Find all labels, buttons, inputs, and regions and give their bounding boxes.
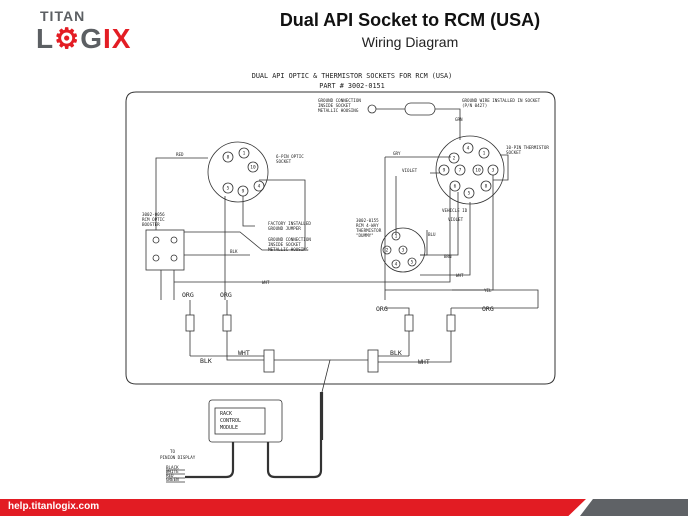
svg-text:MODULE: MODULE [220,425,238,431]
therm-pin-8: 8 [485,184,488,190]
rack-control-module [208,399,283,443]
optic-pin-4: 4 [258,184,261,190]
page-subtitle: Wiring Diagram [361,34,459,50]
optic-socket [207,141,269,203]
svg-text:BRN: BRN [444,254,452,259]
svg-text:SOCKET: SOCKET [506,150,522,155]
svg-text:SOCKET: SOCKET [276,159,292,164]
svg-text:WHITE: WHITE [166,469,179,474]
diagram-part-number: PART # 3002-0151 [319,82,384,90]
svg-text:FACTORY INSTALLED: FACTORY INSTALLED [268,221,311,226]
dummy-pin-2: 2 [386,248,389,254]
svg-text:RCM OPTIC: RCM OPTIC [142,217,165,222]
optic-booster [145,229,185,271]
therm-pin-9: 9 [443,168,446,174]
svg-text:PINION DISPLAY: PINION DISPLAY [160,455,196,460]
logo-line-2: L⚙GIX [36,23,132,54]
footer-url-link[interactable]: help.titanlogix.com [8,501,100,512]
svg-text:(P/N 0427): (P/N 0427) [462,103,487,108]
dummy-thermistor [380,227,426,273]
svg-text:THERMISTOR: THERMISTOR [356,228,382,233]
diagram-heading: DUAL API OPTIC & THERMISTOR SOCKETS FOR … [252,72,453,80]
svg-text:BOOSTER: BOOSTER [142,222,160,227]
therm-pin-6: 6 [454,184,457,190]
svg-text:GRY: GRY [393,151,401,156]
svg-text:WHT: WHT [262,280,270,285]
svg-text:"DUMMY": "DUMMY" [356,233,374,238]
svg-text:RED: RED [176,152,184,157]
optic-pin-1: 1 [243,151,246,157]
svg-text:CONTROL: CONTROL [220,418,241,424]
diagram-frame [125,91,556,385]
svg-text:GROUND CONNECTION: GROUND CONNECTION [268,237,311,242]
svg-text:VIOLET: VIOLET [402,168,418,173]
therm-pin-10: 10 [475,168,481,174]
svg-text:VEHICLE ID: VEHICLE ID [442,208,468,213]
svg-text:GROUND CONNECTION: GROUND CONNECTION [318,98,361,103]
svg-text:RACK: RACK [220,411,232,417]
svg-text:INSIDE SOCKET: INSIDE SOCKET [268,242,301,247]
svg-text:INSIDE SOCKET: INSIDE SOCKET [318,103,351,108]
therm-pin-5: 5 [468,191,471,197]
svg-text:ORG: ORG [482,305,494,313]
svg-text:BLK: BLK [200,357,212,365]
svg-text:WHT: WHT [456,273,464,278]
therm-pin-3: 3 [492,168,495,174]
svg-text:BLU: BLU [428,232,436,237]
optic-pin-8: 8 [227,155,230,161]
therm-pin-2: 2 [453,156,456,162]
dummy-pin-5: 5 [411,260,414,266]
footer-red-bar [0,499,586,516]
svg-text:3002-0155: 3002-0155 [356,218,379,223]
svg-text:GRN: GRN [455,117,463,122]
optic-pin-5: 5 [227,186,230,192]
therm-pin-7: 7 [459,168,462,174]
optic-pin-10: 10 [250,165,256,171]
dummy-pin-1: 1 [395,234,398,240]
svg-text:RED: RED [166,473,174,478]
svg-text:GREEN: GREEN [166,477,179,482]
dummy-pin-4: 4 [395,262,398,268]
page-title: Dual API Socket to RCM (USA) [279,10,541,30]
dummy-pin-3: 3 [402,248,405,254]
svg-text:TO: TO [170,449,176,454]
svg-text:ORG: ORG [220,291,232,299]
svg-text:VIOLET: VIOLET [448,217,464,222]
therm-pin-4: 4 [467,146,470,152]
svg-text:ORG: ORG [182,291,194,299]
svg-text:METALLIC HOUSING: METALLIC HOUSING [268,247,309,252]
titan-logix-logo: TITAN L⚙GIX [36,8,156,54]
footer-grey-bar [580,499,688,516]
svg-text:METALLIC HOUSING: METALLIC HOUSING [318,108,359,113]
svg-text:GROUND WIRE INSTALLED IN SOCKE: GROUND WIRE INSTALLED IN SOCKET [462,98,541,103]
logo-line-1: TITAN [40,8,86,24]
svg-text:WHT: WHT [238,349,250,357]
svg-text:BLK: BLK [230,249,238,254]
svg-text:10-PIN THERMISTOR: 10-PIN THERMISTOR [506,145,549,150]
svg-text:RCM 4-WAY: RCM 4-WAY [356,223,379,228]
svg-text:WHT: WHT [418,358,430,366]
svg-text:6-PIN OPTIC: 6-PIN OPTIC [276,154,304,159]
svg-text:BLK: BLK [390,349,402,357]
therm-pin-1: 1 [483,151,486,157]
optic-pin-9: 9 [242,189,245,195]
svg-text:3002-0056: 3002-0056 [142,212,165,217]
svg-text:YEL: YEL [484,288,492,293]
svg-text:ORG: ORG [376,305,388,313]
svg-text:GROUND JUMPER: GROUND JUMPER [268,226,301,231]
svg-text:BLACK: BLACK [166,465,179,470]
